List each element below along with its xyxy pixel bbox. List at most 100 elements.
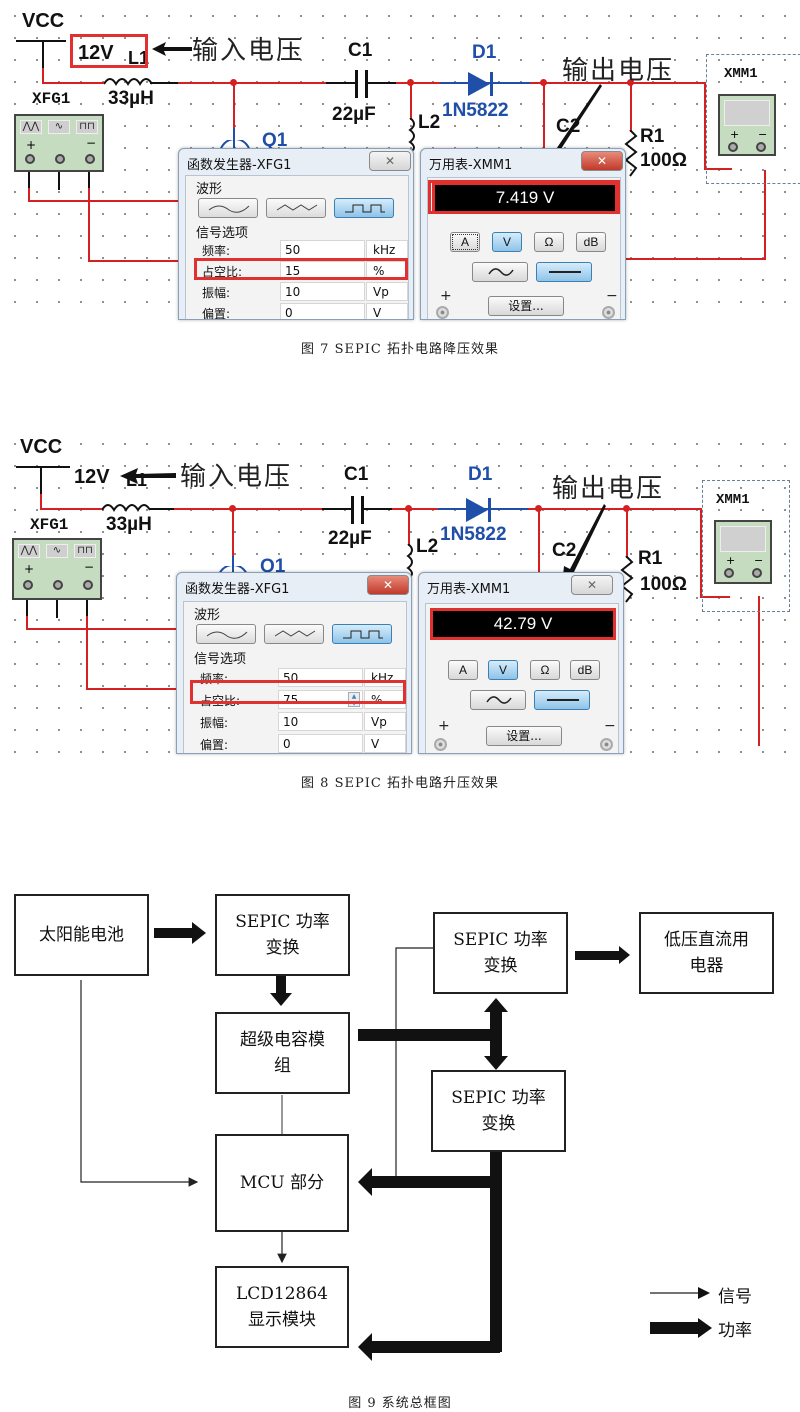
frequency-input[interactable]: 50 (280, 240, 365, 259)
minus-jack[interactable] (600, 738, 613, 751)
multimeter-symbol[interactable]: + − (714, 520, 772, 584)
ohmmeter-mode-button[interactable]: Ω (530, 660, 560, 680)
square-waveform-button[interactable] (334, 198, 394, 218)
block-low-voltage-load: 低压直流用电器 (639, 912, 774, 994)
triangle-wave-icon: ⋀⋀ (20, 120, 42, 134)
triangle-waveform-button[interactable] (264, 624, 324, 644)
multimeter-window: 万用表-XMM1 ✕ 42.79 V A V Ω dB + − 设置... (418, 572, 624, 754)
wire (58, 170, 60, 190)
multimeter-window: 万用表-XMM1 ✕ 7.419 V A V Ω dB + − 设置... (420, 148, 626, 320)
legend-signal-label: 信号 (718, 1287, 752, 1307)
wire (758, 596, 760, 746)
settings-button[interactable]: 设置... (488, 296, 564, 316)
block-label: 超级电容模 (240, 1029, 325, 1050)
block-label: 变换 (481, 1114, 516, 1134)
wire (704, 168, 732, 170)
minus-sign: − (754, 554, 764, 567)
function-generator-symbol[interactable]: ⋀⋀ ∿ ⊓⊓ + − (12, 538, 102, 600)
block-sepic-1: SEPIC 功率变换 (215, 894, 350, 976)
wire (28, 200, 180, 202)
duty-cycle-input[interactable]: 15 (280, 261, 365, 280)
close-button[interactable]: ✕ (571, 575, 613, 595)
plus-jack[interactable] (436, 306, 449, 319)
amplitude-unit[interactable]: Vp (364, 712, 406, 731)
legend-power-arrow (650, 1318, 712, 1338)
voltmeter-mode-button[interactable]: V (488, 660, 518, 680)
decibel-mode-button[interactable]: dB (570, 660, 600, 680)
triangle-wave-icon: ⋀⋀ (18, 544, 40, 558)
wire (326, 82, 356, 84)
terminal-minus[interactable] (83, 580, 93, 590)
d1-label: D1 (472, 42, 497, 63)
block-label: SEPIC 功率 (453, 929, 548, 950)
frequency-unit[interactable]: kHz (366, 240, 408, 259)
c1-value: 22µF (328, 528, 372, 549)
ohmmeter-mode-button[interactable]: Ω (534, 232, 564, 252)
square-waveform-button[interactable] (332, 624, 392, 644)
terminal-plus[interactable] (23, 580, 33, 590)
r1-label: R1 (638, 548, 663, 569)
l2-label: L2 (418, 112, 441, 133)
amplitude-unit[interactable]: Vp (366, 282, 408, 301)
terminal-common[interactable] (55, 154, 65, 164)
function-generator-symbol[interactable]: ⋀⋀ ∿ ⊓⊓ + − (14, 114, 104, 172)
window-title: 万用表-XMM1 (429, 158, 513, 173)
q1-label: Q1 (260, 556, 286, 577)
dc-line-icon (549, 271, 581, 273)
terminal-plus[interactable] (25, 154, 35, 164)
block-label: 太阳能电池 (39, 924, 124, 945)
minus-jack[interactable] (602, 306, 615, 319)
amplitude-input[interactable]: 10 (278, 712, 363, 731)
triangle-wave-icon (276, 204, 318, 211)
settings-button[interactable]: 设置... (486, 726, 562, 746)
minus-sign: − (606, 288, 618, 304)
junction-node (407, 79, 414, 86)
block-supercapacitor: 超级电容模组 (215, 1012, 350, 1094)
ammeter-mode-button[interactable]: A (450, 232, 480, 252)
resistor-r1-icon (620, 556, 634, 603)
terminal-plus[interactable] (728, 142, 738, 152)
terminal-plus[interactable] (724, 568, 734, 578)
dc-mode-button[interactable] (534, 690, 590, 710)
arrow-left-icon (152, 42, 192, 56)
decibel-mode-button[interactable]: dB (576, 232, 606, 252)
dc-mode-button[interactable] (536, 262, 592, 282)
wire (42, 82, 104, 84)
terminal-minus[interactable] (752, 568, 762, 578)
duty-cycle-input[interactable]: 75▲▼ (278, 690, 363, 709)
close-button[interactable]: ✕ (369, 151, 411, 171)
c1-value: 22µF (332, 104, 376, 125)
sine-waveform-button[interactable] (196, 624, 256, 644)
amplitude-input[interactable]: 10 (280, 282, 365, 301)
sine-wave-icon: ∿ (46, 544, 68, 558)
sine-waveform-button[interactable] (198, 198, 258, 218)
ac-mode-button[interactable] (470, 690, 526, 710)
voltmeter-mode-button[interactable]: V (492, 232, 522, 252)
offset-input[interactable]: 0 (278, 734, 363, 753)
capacitor-c1-plate (355, 70, 358, 98)
sine-wave-icon (208, 205, 250, 213)
wire (86, 598, 88, 616)
dc-line-icon (547, 699, 579, 701)
wire (528, 508, 702, 510)
triangle-waveform-button[interactable] (266, 198, 326, 218)
ac-mode-button[interactable] (472, 262, 528, 282)
c1-label: C1 (348, 40, 373, 61)
offset-input[interactable]: 0 (280, 303, 365, 319)
terminal-common[interactable] (53, 580, 63, 590)
multimeter-symbol[interactable]: + − (718, 94, 776, 156)
duty-cycle-unit[interactable]: % (364, 690, 406, 709)
close-button[interactable]: ✕ (367, 575, 409, 595)
wire (56, 598, 58, 618)
offset-unit[interactable]: V (366, 303, 408, 319)
close-button[interactable]: ✕ (581, 151, 623, 171)
terminal-minus[interactable] (756, 142, 766, 152)
terminal-minus[interactable] (85, 154, 95, 164)
square-wave-icon: ⊓⊓ (76, 120, 98, 134)
plus-jack[interactable] (434, 738, 447, 751)
ammeter-mode-button[interactable]: A (448, 660, 478, 680)
offset-unit[interactable]: V (364, 734, 406, 753)
plus-sign: + (440, 288, 452, 304)
block-label: SEPIC 功率 (451, 1087, 546, 1108)
junction-node (229, 505, 236, 512)
